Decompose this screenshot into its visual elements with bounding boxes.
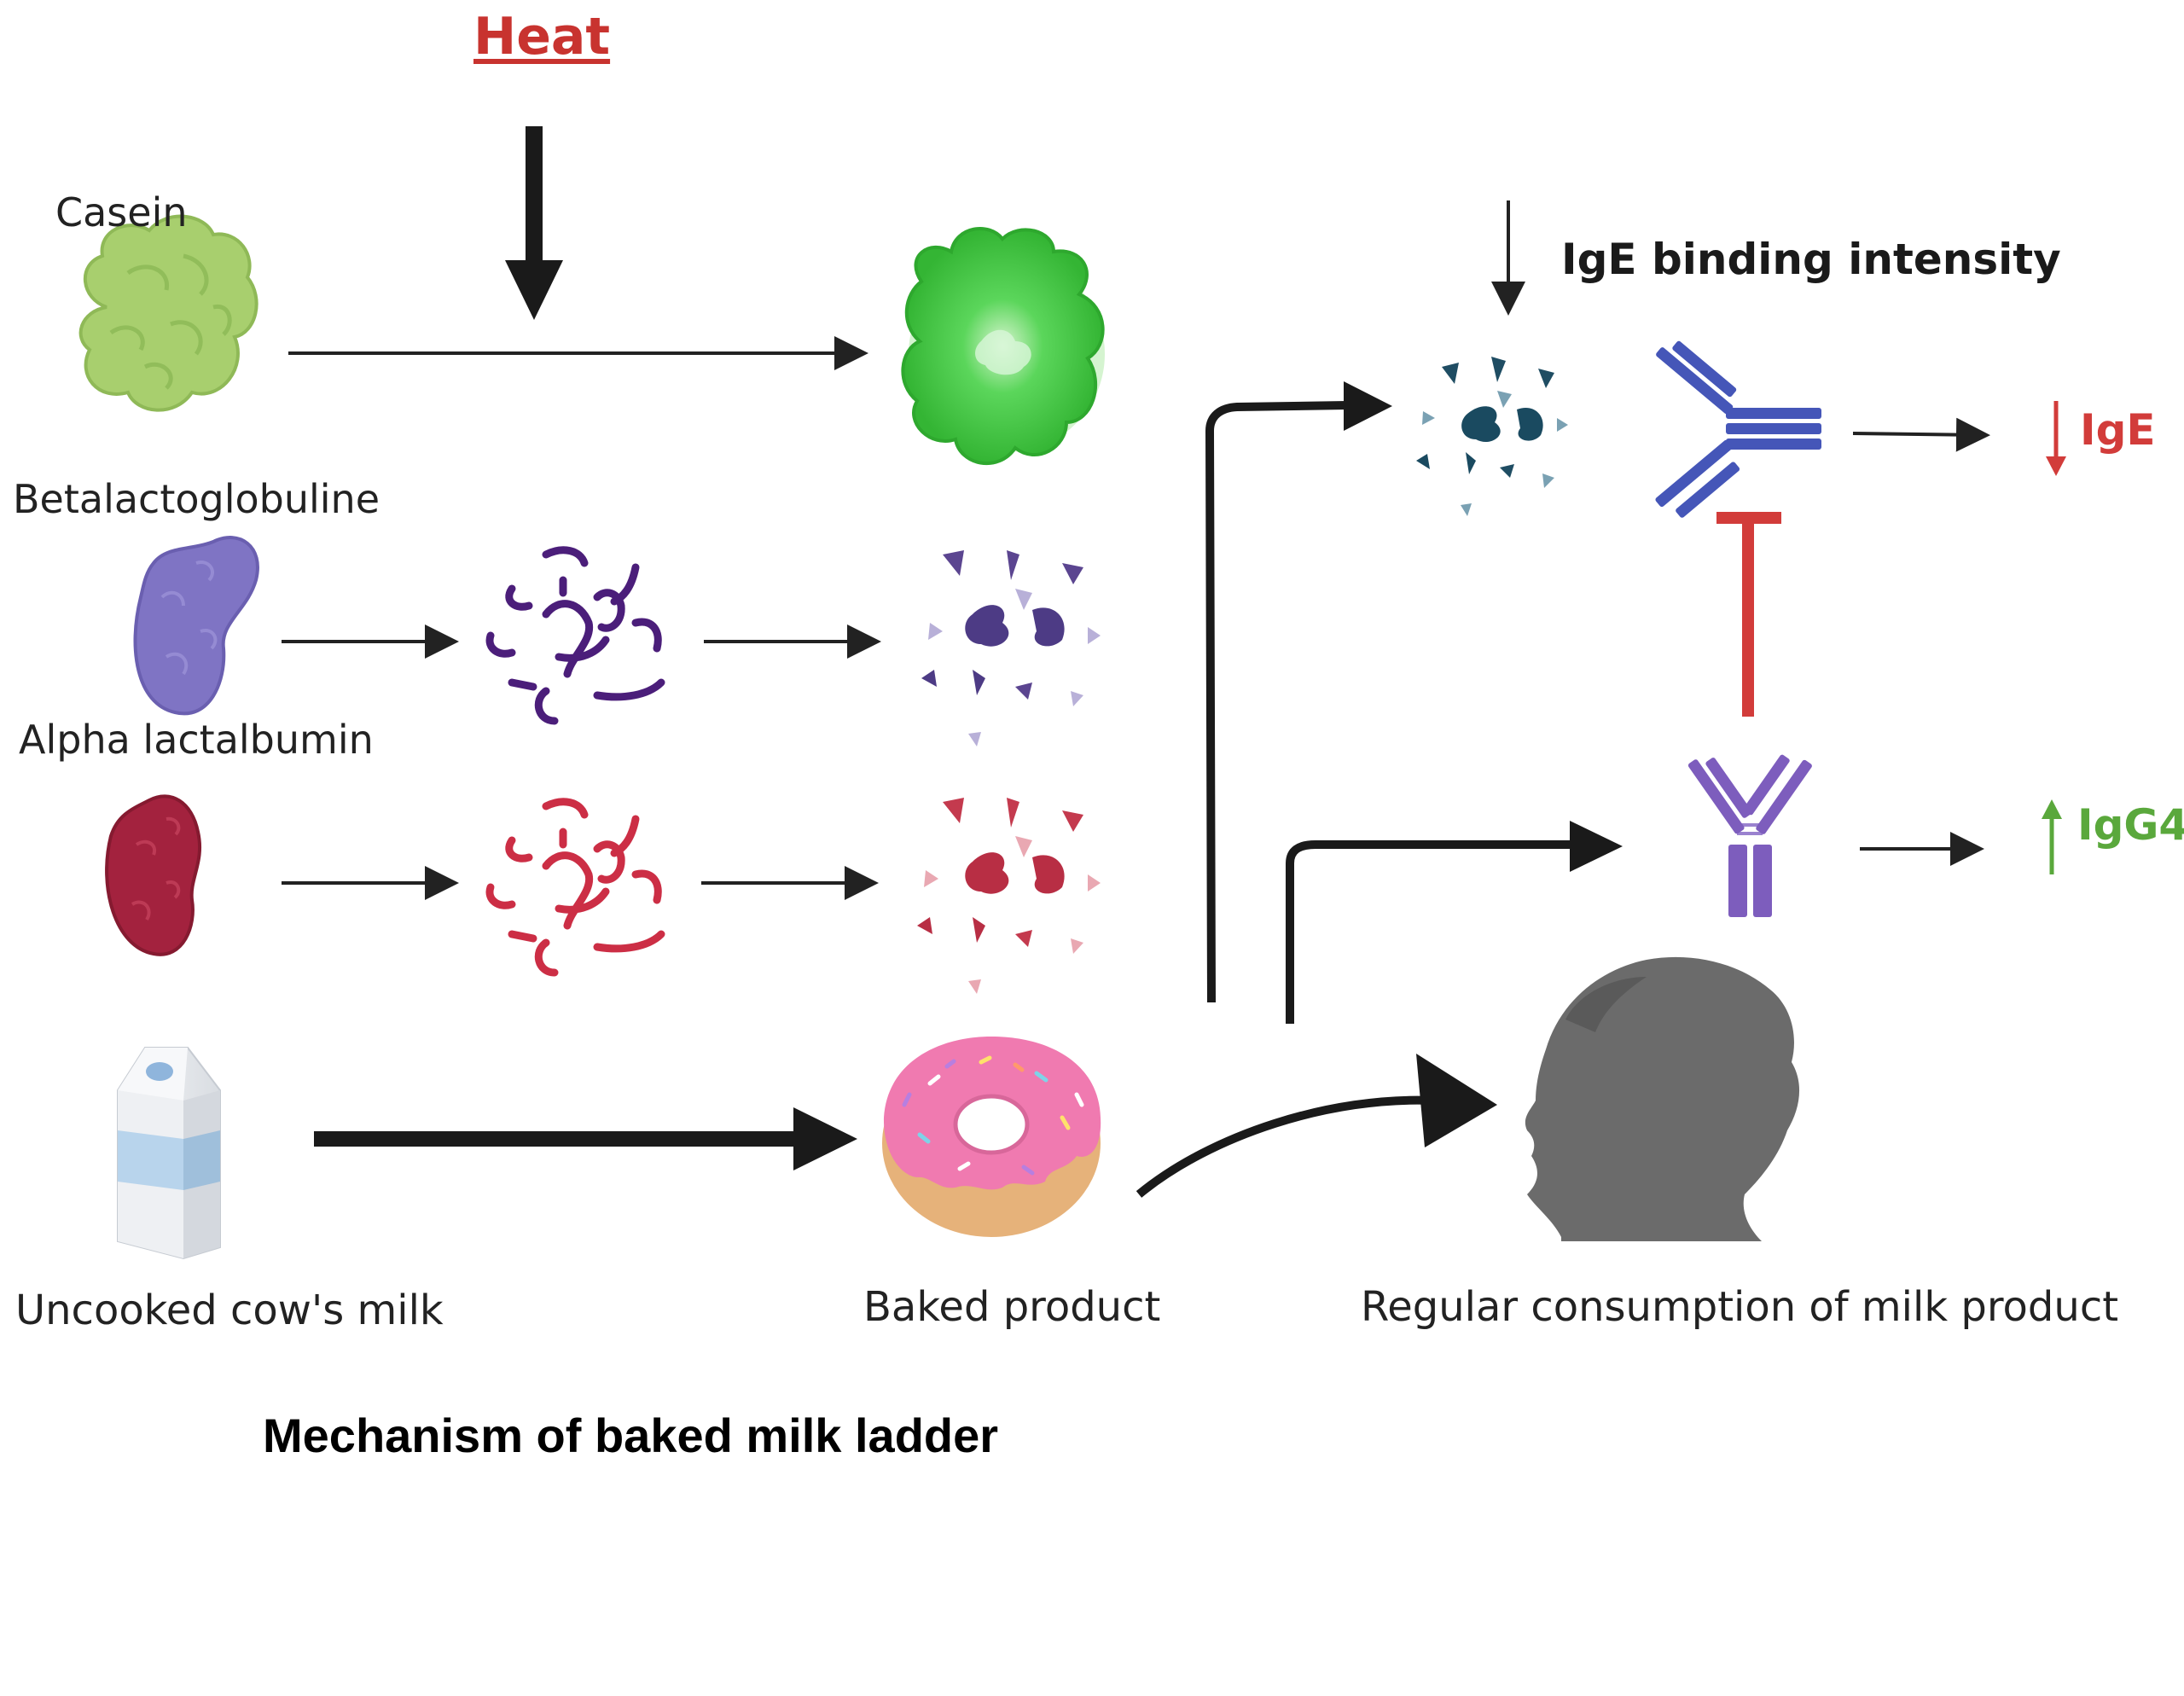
- igg4-antibody-icon: [1687, 754, 1812, 917]
- alpha-lactalbumin-unfolded-icon: [485, 798, 665, 977]
- alpha-lactalbumin-fragments-icon: [917, 798, 1101, 994]
- ige-fragments-icon: [1416, 357, 1568, 516]
- ige-decrease-arrow: [2046, 401, 2066, 476]
- donut-icon: [882, 1037, 1101, 1237]
- casein-protein-icon: [78, 214, 258, 412]
- betalactoglobuline-fragments-icon: [921, 550, 1101, 746]
- betalactoglobuline-unfolded-icon: [485, 546, 665, 725]
- figure-caption: Mechanism of baked milk ladder: [263, 1408, 999, 1462]
- child-head-icon: [1525, 956, 1800, 1241]
- ige-antibody-icon: [1655, 340, 1821, 518]
- igg4-increase-arrow: [2042, 799, 2062, 874]
- alpha-lactalbumin-protein-icon: [105, 794, 202, 956]
- ige-label: IgE: [2080, 405, 2156, 455]
- ige-binding-intensity-label: IgE binding intensity: [1561, 235, 2061, 284]
- milk-carton-icon: [117, 1047, 221, 1260]
- heated-casein-icon: [901, 227, 1105, 465]
- heat-arrow: [505, 126, 563, 320]
- baked-product-label: Baked product: [863, 1283, 1161, 1331]
- ige-to-ige-label-arrow: [1852, 417, 1990, 452]
- baked-to-igg4-arrow: [1286, 821, 1623, 1024]
- betalactoglobuline-protein-icon: [133, 536, 259, 716]
- igg4-label: IgG4: [2077, 800, 2184, 850]
- regular-consumption-label: Regular consumption of milk product: [1361, 1283, 2119, 1331]
- milk-to-baked-arrow: [314, 1107, 857, 1170]
- uncooked-milk-label: Uncooked cow's milk: [15, 1287, 444, 1334]
- heat-label: Heat: [473, 7, 611, 67]
- inhibition-symbol: [1716, 512, 1781, 717]
- alpha-lactalbumin-label: Alpha lactalbumin: [19, 717, 374, 763]
- baked-to-child-arrow: [1136, 1054, 1497, 1198]
- casein-label: Casein: [55, 189, 188, 235]
- baked-to-fragments-arrow: [1205, 381, 1392, 1003]
- betalactoglobuline-label: Betalactoglobuline: [13, 476, 380, 522]
